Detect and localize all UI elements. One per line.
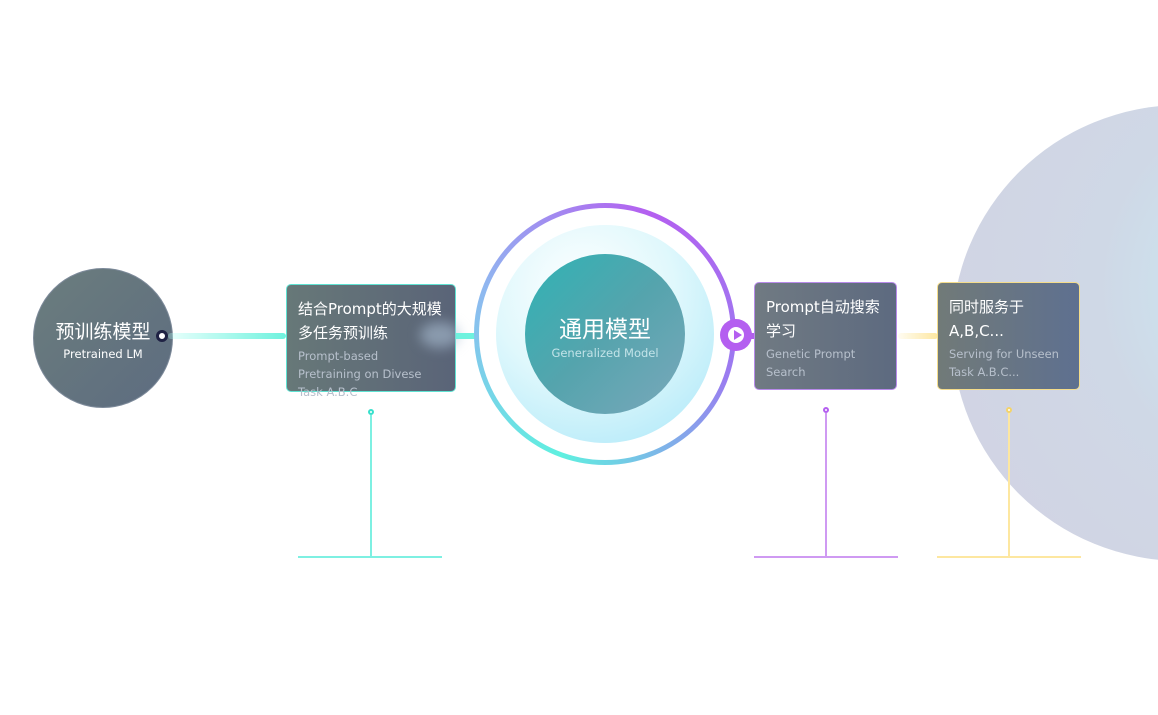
connector-pretrained-to-step1 [168, 333, 286, 339]
step2-title-zh: Prompt自动搜索学习 [766, 298, 880, 340]
step3-card: 同时服务于A,B,C... Serving for Unseen Task A.… [937, 282, 1080, 390]
glow-spot [420, 322, 460, 348]
step2-stem [825, 413, 827, 557]
step3-stem-pin [1006, 407, 1012, 413]
step3-title-zh: 同时服务于A,B,C... [949, 298, 1025, 340]
step3-stem [1008, 413, 1010, 557]
dot-node-icon [156, 330, 168, 342]
generalized-model-node: 通用模型 Generalized Model [525, 254, 685, 414]
play-icon [720, 319, 752, 351]
step2-stem-pin [823, 407, 829, 413]
step2-card: Prompt自动搜索学习 Genetic Prompt Search [754, 282, 897, 390]
connector-step2-to-step3 [898, 333, 938, 339]
pretrained-title-en: Pretrained LM [63, 347, 143, 361]
step1-title-en: Prompt-based Pretraining on Divese Task … [298, 349, 422, 399]
step3-title-en: Serving for Unseen Task A.B.C... [949, 347, 1059, 379]
step2-stem-base [754, 556, 898, 558]
step3-stem-base [937, 556, 1081, 558]
step1-title-zh: 结合Prompt的大规模多任务预训练 [298, 300, 442, 342]
step1-stem-pin [368, 409, 374, 415]
pretrained-lm-node: 预训练模型 Pretrained LM [33, 268, 173, 408]
pretrained-title-zh: 预训练模型 [55, 321, 151, 343]
step1-stem [370, 415, 372, 557]
step1-stem-base [298, 556, 442, 558]
center-title-en: Generalized Model [551, 346, 659, 360]
step2-title-en: Genetic Prompt Search [766, 347, 856, 379]
connector-step1-to-center [456, 333, 478, 339]
center-title-zh: 通用模型 [559, 317, 651, 343]
